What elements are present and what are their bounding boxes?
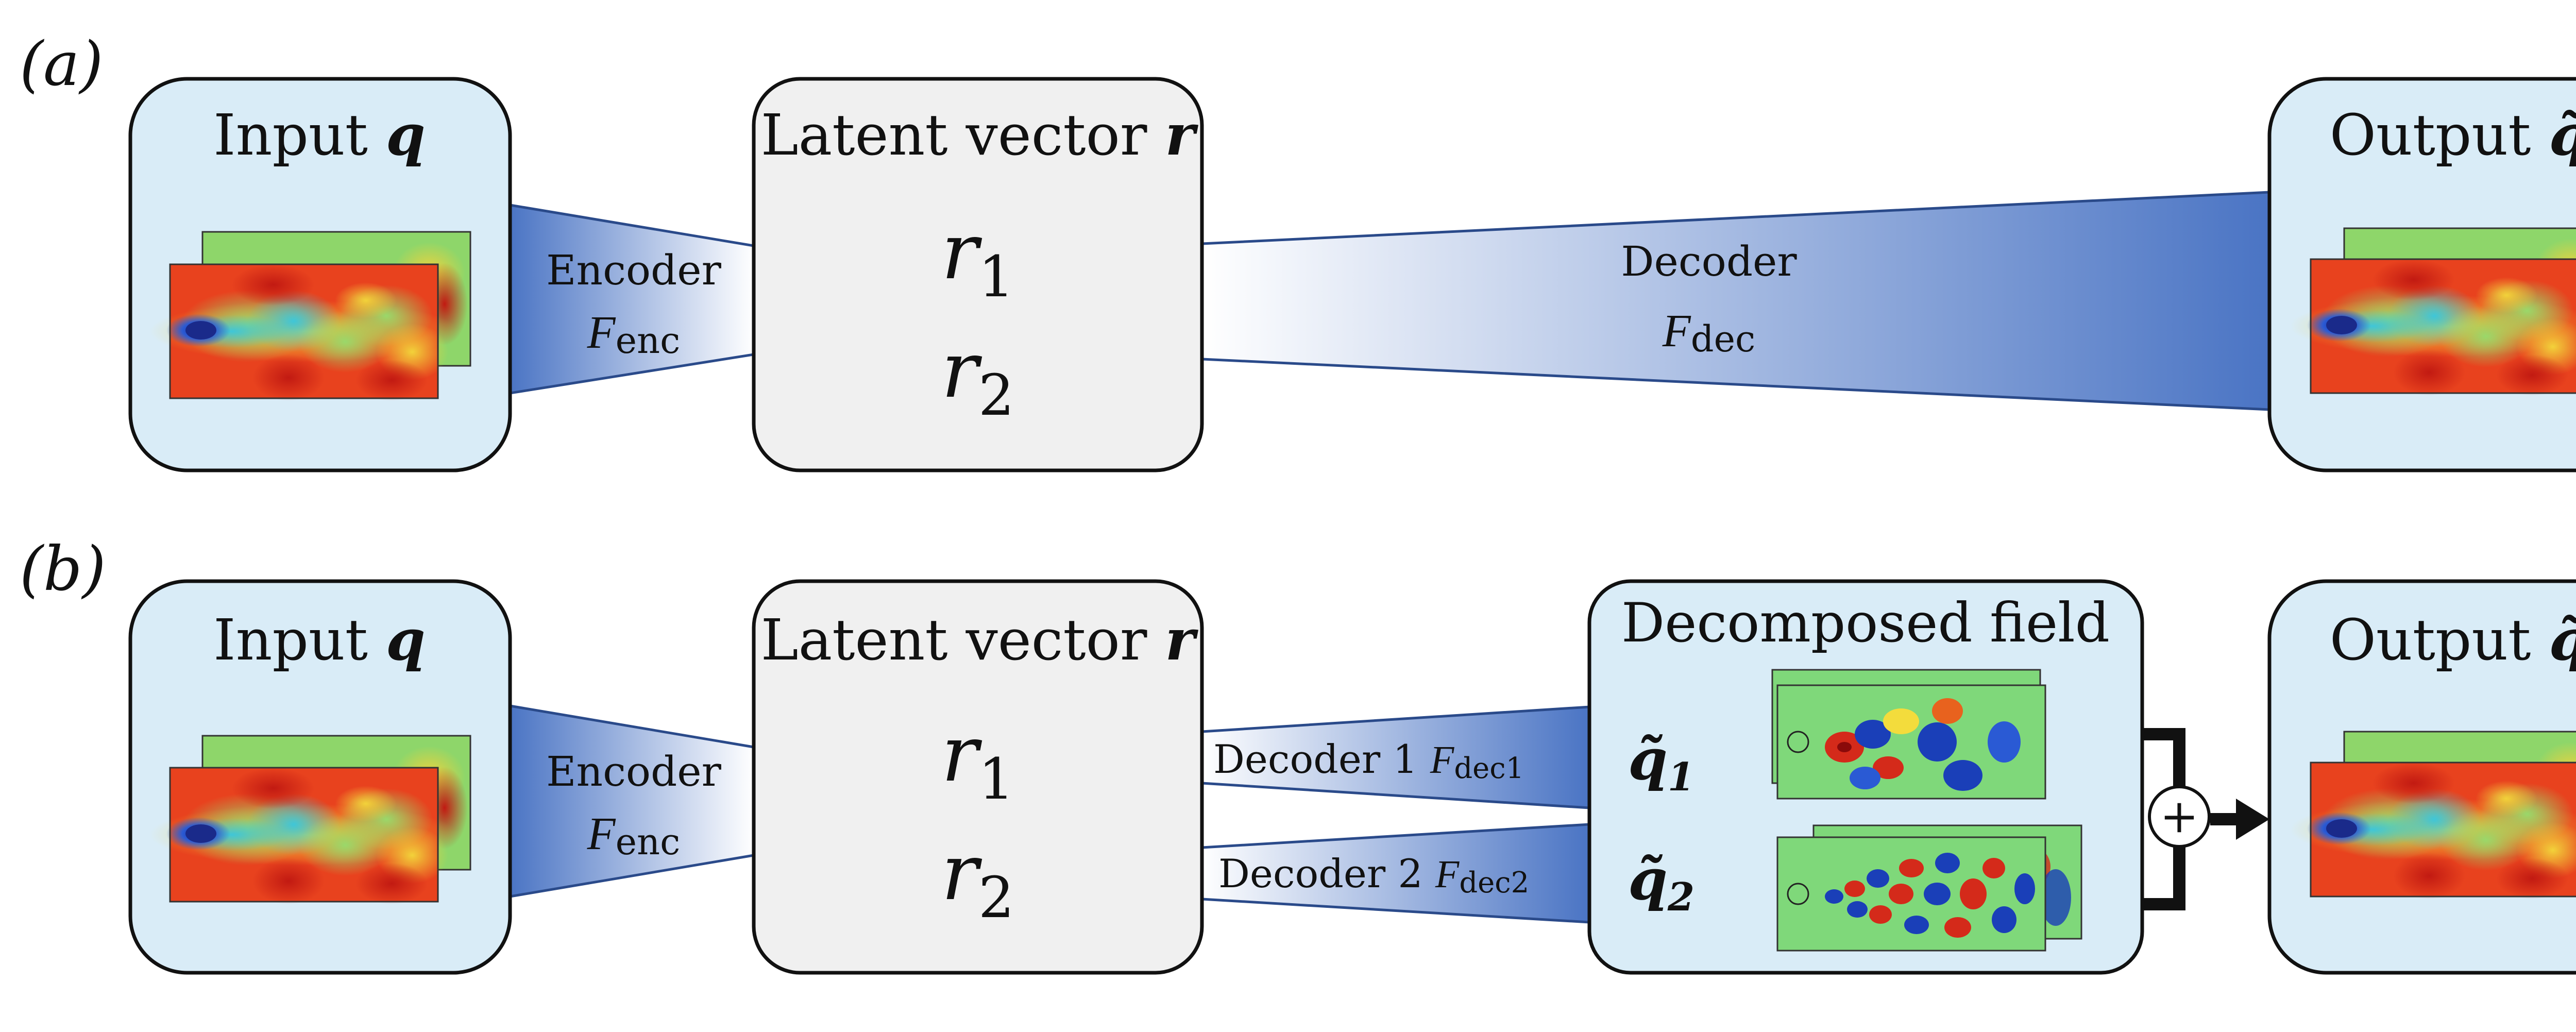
decoder-funnel-a (1200, 191, 2271, 411)
latent-r2-a: r2 (941, 326, 1014, 428)
decoder-label-a: Decoder (1621, 238, 1797, 285)
sum-circle (2148, 785, 2211, 848)
sum-symbol: + (2160, 789, 2198, 843)
encoder-label-a: Encoder (546, 246, 721, 294)
mode1-field-b (1771, 669, 2046, 800)
latent-box-a (752, 77, 1204, 472)
panel-a: (a) Encoder Fenc Decoder Fdec Input q La… (20, 28, 2576, 472)
panel-a-label: (a) (20, 28, 103, 99)
encoder-funnel-b (509, 704, 755, 898)
latent-box-b (752, 579, 1204, 975)
panel-b: (b) Encoder Fenc Decoder 1 Fdec1 Decoder… (20, 533, 2576, 975)
latent-r1-b: r1 (941, 709, 1014, 812)
mode1-label-b: q̃1 (1628, 726, 1694, 800)
encoder-label-b: Encoder (546, 748, 721, 796)
latent-r2-b: r2 (941, 828, 1014, 931)
panel-b-label: (b) (20, 533, 106, 604)
output-title-a: Output q̃ (2330, 101, 2576, 168)
mode2-label-b: q̃2 (1628, 846, 1694, 920)
latent-r1-a: r1 (941, 207, 1014, 310)
encoder-symbol-b: Fenc (587, 808, 681, 863)
encoder-symbol-a: Fenc (587, 307, 681, 362)
decoder2-label-b: Decoder 2 Fdec2 (1218, 851, 1529, 900)
decoder1-label-b: Decoder 1 Fdec1 (1213, 736, 1524, 785)
input-title-b: Input q (213, 606, 426, 673)
decomposed-title-b: Decomposed field (1621, 591, 2110, 654)
decoder-symbol-a: Fdec (1662, 306, 1755, 360)
mode2-field-b (1776, 824, 2082, 952)
encoder-funnel-a (509, 204, 755, 395)
latent-title-b: Latent vector r (761, 606, 1199, 673)
latent-title-a: Latent vector r (761, 101, 1199, 168)
input-title-a: Input q (213, 101, 426, 168)
output-title-b: Output q̃ (2330, 606, 2576, 673)
